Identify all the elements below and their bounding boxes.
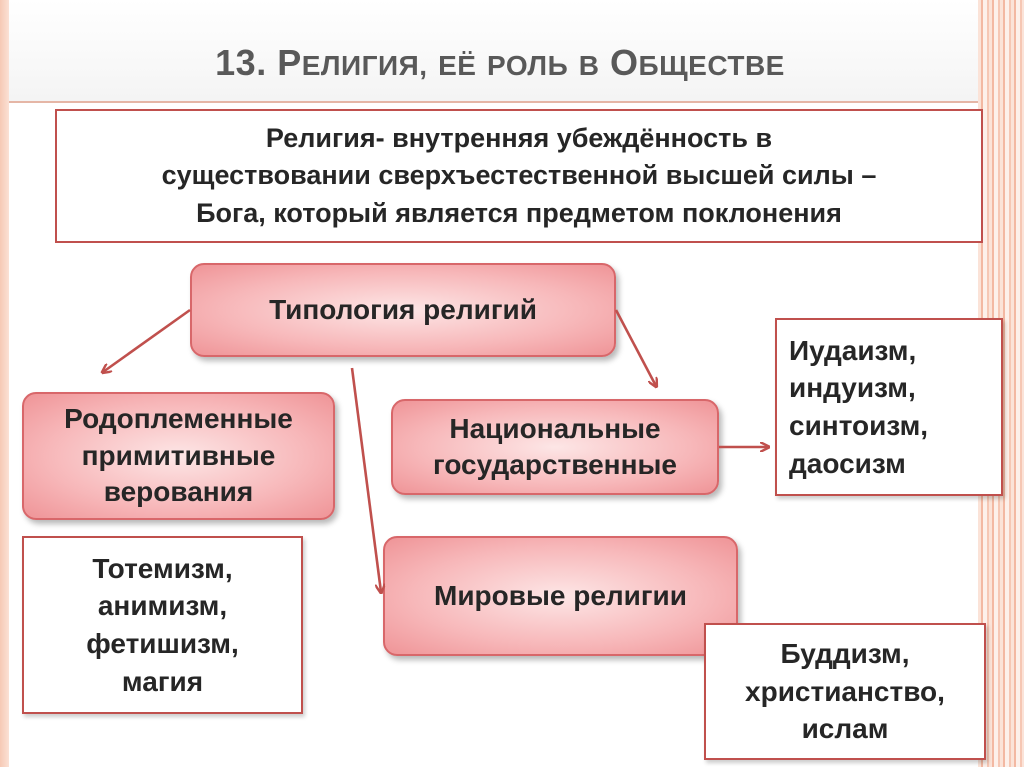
left-decor-stripe [0,0,9,767]
tribal-religions-box: Родоплеменные примитивные верования [22,392,335,520]
world-religions-box: Мировые религии [383,536,738,656]
arrow-to-world [350,367,381,592]
slide-title: 13. РЕЛИГИЯ, ЕЁ РОЛЬ В ОБЩЕСТВЕ [215,42,785,83]
world-examples-box: Буддизм, христианство, ислам [704,623,986,760]
tribal-examples-box: Тотемизм, анимизм, фетишизм, магия [22,536,303,714]
arrow-to-national [614,309,656,386]
arrow-to-tribal [103,308,191,372]
title-bar [9,0,978,103]
national-examples-box: Иудаизм, индуизм, синтоизм, даосизм [775,318,1003,496]
national-religions-box: Национальные государственные [391,399,719,495]
definition-box: Религия- внутренняя убеждённость в сущес… [55,109,983,243]
typology-box: Типология религий [190,263,616,357]
